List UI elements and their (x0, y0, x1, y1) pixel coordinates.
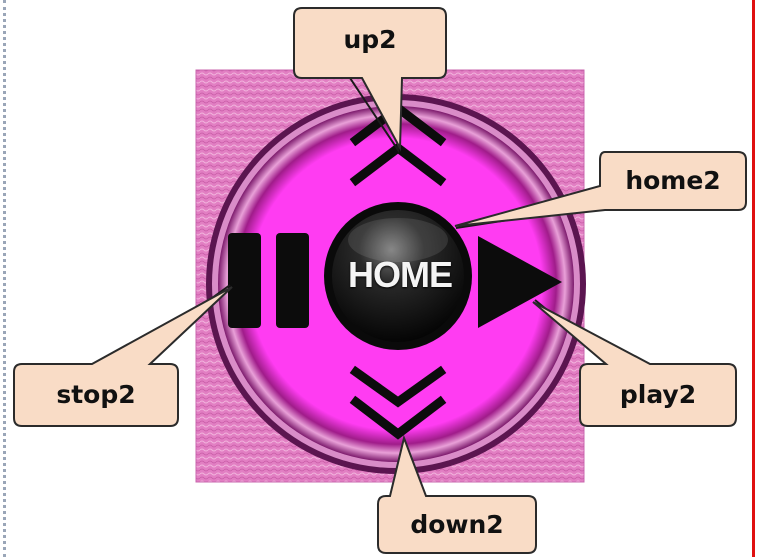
callout-stop-label: stop2 (56, 380, 136, 409)
callout-home (454, 151, 747, 227)
callout-up (293, 7, 447, 152)
play-icon[interactable] (478, 236, 562, 328)
down-chevron-icon[interactable] (349, 365, 447, 440)
callout-stop (13, 286, 233, 427)
home-button[interactable] (332, 210, 464, 342)
home-button-label[interactable]: HOME (348, 254, 453, 295)
callout-down (377, 434, 537, 554)
callout-down-label: down2 (410, 510, 504, 539)
callout-play (532, 301, 737, 427)
callout-home-label: home2 (625, 166, 721, 195)
left-dotted-border (3, 0, 6, 557)
callout-play-label: play2 (619, 380, 697, 409)
callout-up-label: up2 (343, 25, 397, 54)
right-red-divider (752, 0, 755, 557)
pause-icon[interactable] (228, 233, 309, 328)
